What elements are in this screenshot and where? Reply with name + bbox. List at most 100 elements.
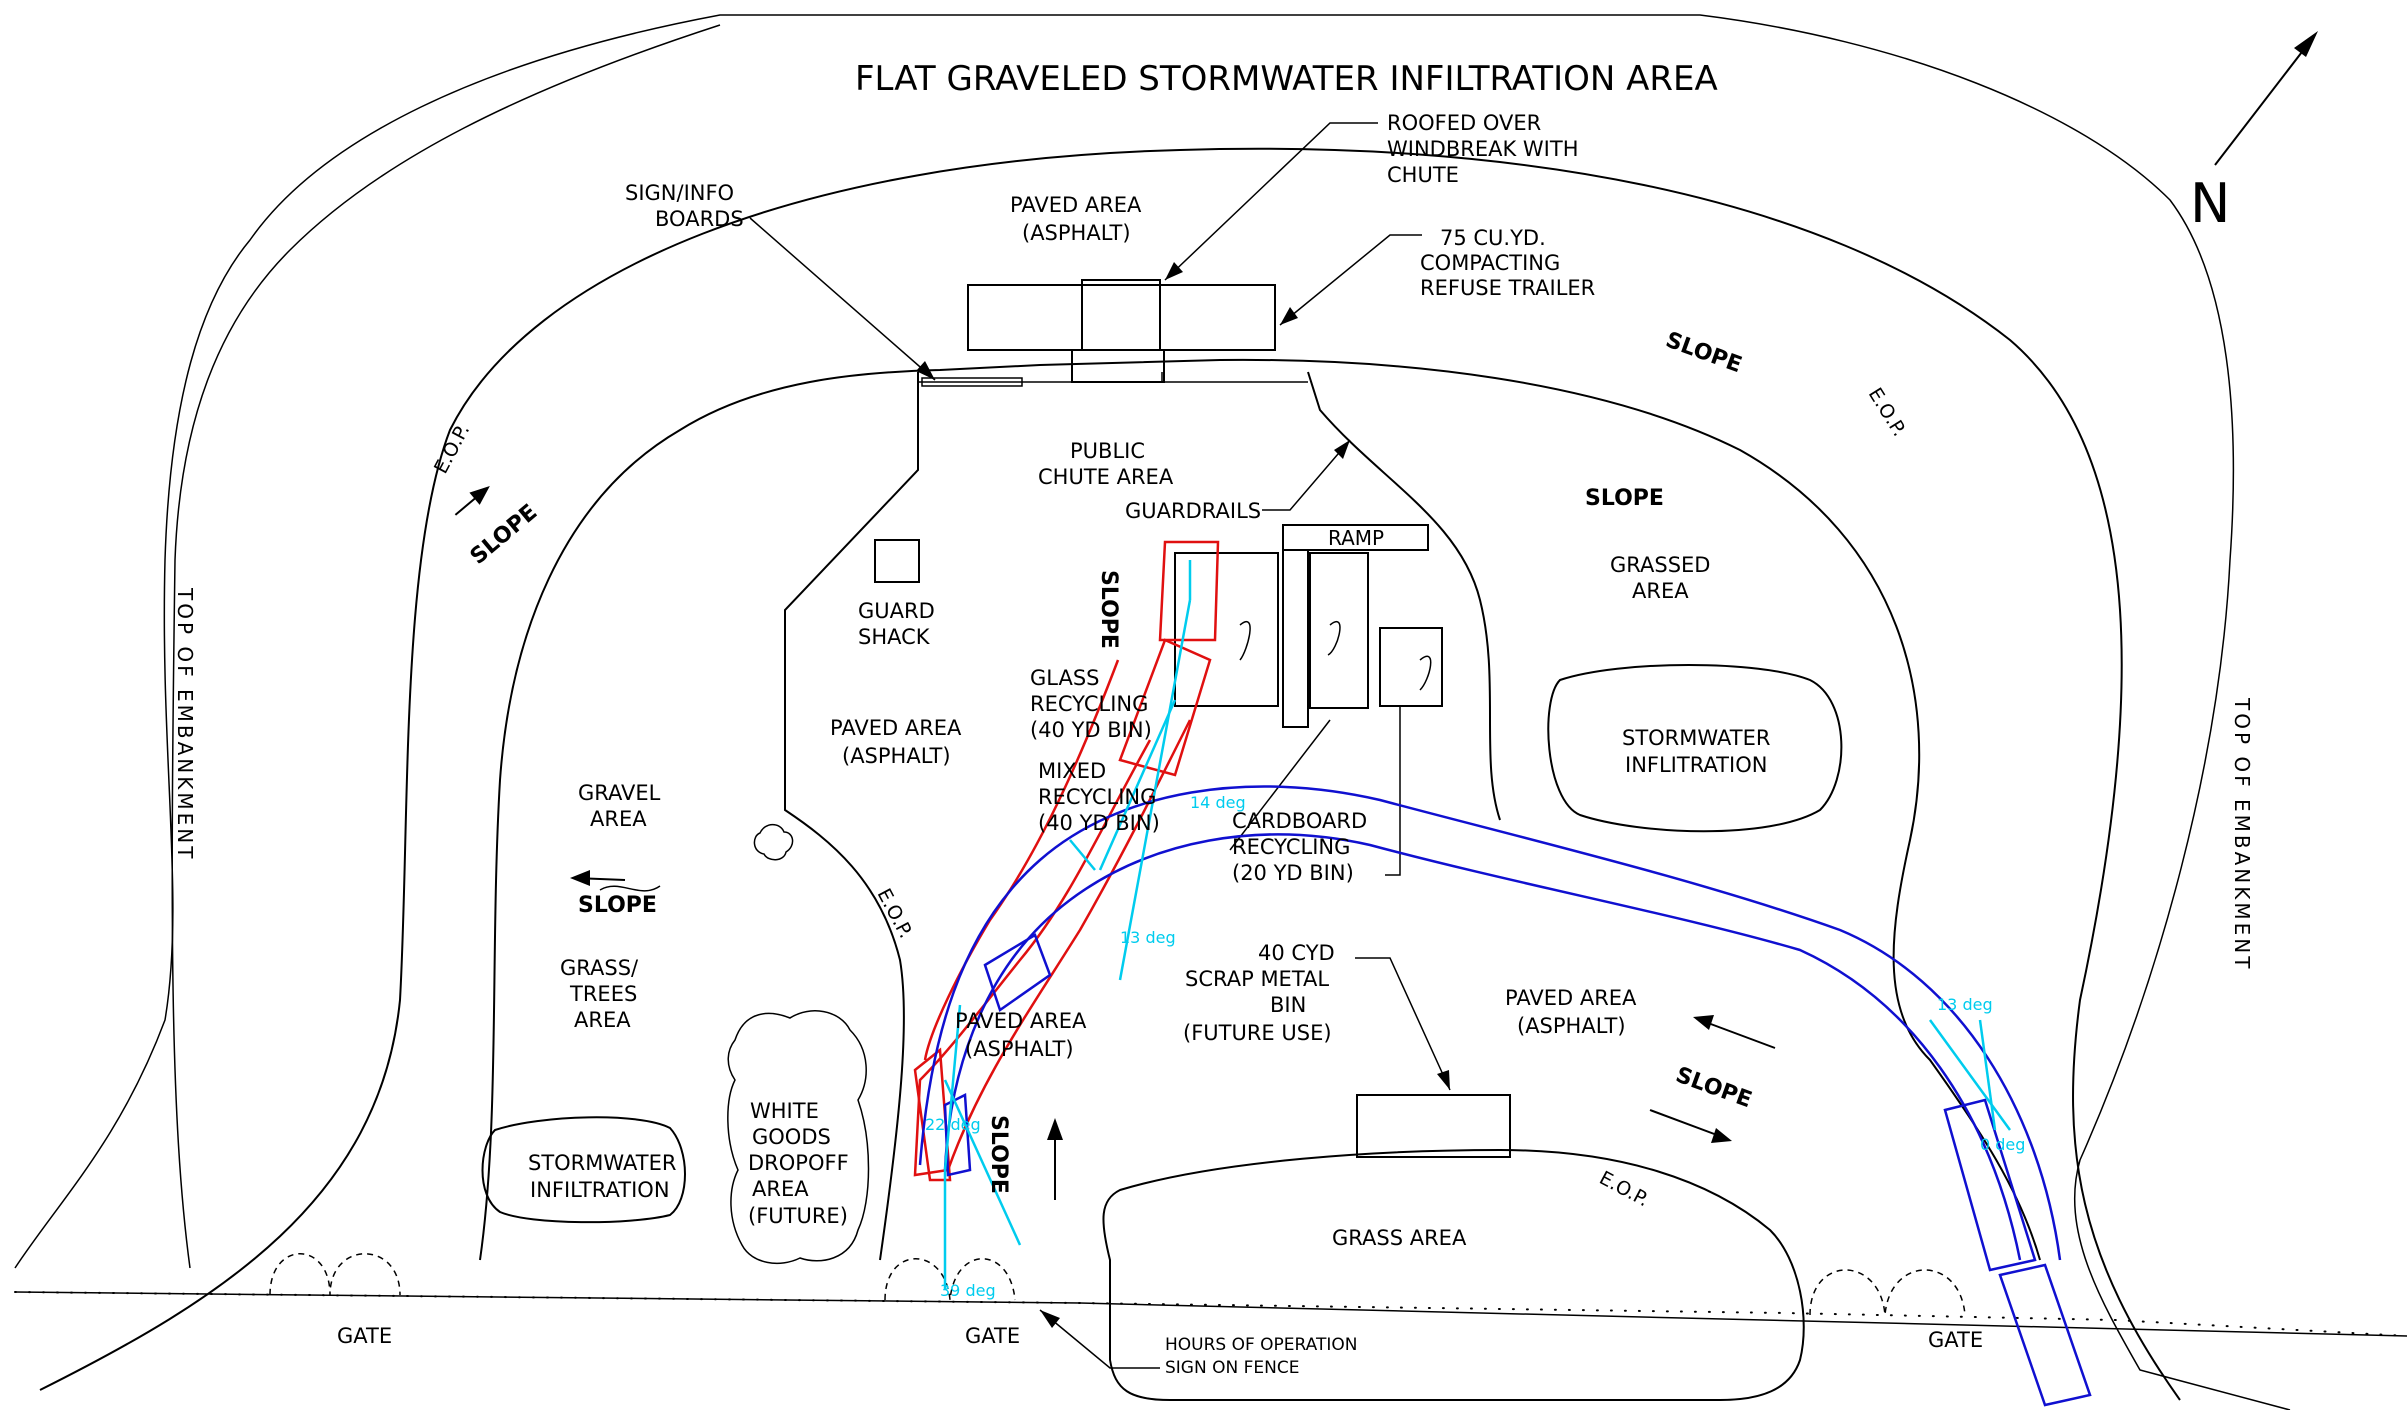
- svg-text:GLASS: GLASS: [1030, 666, 1099, 690]
- north-label: N: [2190, 172, 2230, 235]
- slope-indicator-left: SLOPE: [570, 870, 661, 918]
- slope-label: SLOPE: [1672, 1063, 1755, 1113]
- chute-area-outline: [784, 371, 1501, 1261]
- angle-label-13-left: 13 deg: [1120, 928, 1176, 947]
- grassed-area-label: GRASSED AREA: [1610, 553, 1710, 603]
- angle-label-0: 0 deg: [1980, 1135, 2025, 1154]
- svg-text:GRASSED: GRASSED: [1610, 553, 1710, 577]
- public-chute-label: PUBLIC CHUTE AREA: [1038, 439, 1174, 489]
- glass-recycling-label: GLASS RECYCLING (40 YD BIN): [1030, 666, 1152, 742]
- gate-swing-center: [884, 1258, 1016, 1301]
- gravel-area-label: GRAVEL AREA: [578, 781, 661, 831]
- svg-text:(FUTURE USE): (FUTURE USE): [1183, 1021, 1332, 1045]
- svg-text:PAVED AREA: PAVED AREA: [830, 716, 962, 740]
- stormwater-left-label: STORMWATER INFILTRATION: [528, 1151, 676, 1202]
- svg-text:STORMWATER: STORMWATER: [1622, 726, 1770, 750]
- svg-text:CARDBOARD: CARDBOARD: [1232, 809, 1367, 833]
- angle-label-22: 22 deg: [925, 1115, 981, 1134]
- eop-grass-area-edge: [1102, 1148, 1805, 1401]
- sign-info-label: SIGN/INFO BOARDS: [625, 181, 744, 231]
- guard-shack: [874, 539, 920, 583]
- white-goods-dropoff-area: [727, 1010, 870, 1265]
- svg-text:CHUTE: CHUTE: [1387, 163, 1459, 187]
- slope-indicator-upper-left: SLOPE: [454, 485, 543, 570]
- compacting-refuse-trailer: [967, 284, 1276, 351]
- svg-text:AREA: AREA: [574, 1008, 631, 1032]
- slope-label: SLOPE: [986, 1115, 1011, 1194]
- gate-swing-left: [269, 1253, 401, 1296]
- shrub-symbol: [753, 823, 794, 861]
- cardboard-recycling-label: CARDBOARD RECYCLING (20 YD BIN): [1232, 809, 1367, 885]
- svg-text:GOODS: GOODS: [752, 1125, 831, 1149]
- gate-swing-right: [1809, 1269, 1966, 1316]
- scrap-metal-label: 40 CYD SCRAP METAL BIN (FUTURE USE): [1183, 941, 1335, 1045]
- grass-trees-label: GRASS/ TREES AREA: [560, 956, 639, 1032]
- traffic-arrows: [1047, 1015, 1776, 1200]
- slope-indicator-bottom: SLOPE: [986, 1115, 1011, 1194]
- svg-text:INFLITRATION: INFLITRATION: [1625, 753, 1767, 777]
- scrap-metal-bin: [1356, 1094, 1511, 1158]
- stormwater-right-label: STORMWATER INFLITRATION: [1622, 726, 1770, 777]
- guardrail-left: [918, 372, 1073, 383]
- svg-text:SIGN ON FENCE: SIGN ON FENCE: [1165, 1358, 1299, 1378]
- bin-arc-3: [1419, 655, 1432, 691]
- svg-text:PUBLIC: PUBLIC: [1070, 439, 1145, 463]
- svg-text:MIXED: MIXED: [1038, 759, 1106, 783]
- svg-text:RECYCLING: RECYCLING: [1030, 692, 1148, 716]
- leader-lines: [749, 122, 1451, 1369]
- svg-text:BOARDS: BOARDS: [655, 207, 744, 231]
- roofed-windbreak-label: ROOFED OVER WINDBREAK WITH CHUTE: [1387, 111, 1579, 187]
- svg-text:AREA: AREA: [1632, 579, 1689, 603]
- inner-landform-edge: [171, 24, 721, 1269]
- svg-text:PAVED AREA: PAVED AREA: [955, 1009, 1087, 1033]
- svg-text:TREES: TREES: [569, 982, 637, 1006]
- gate-label-left: GATE: [337, 1324, 392, 1348]
- svg-text:GRASS/: GRASS/: [560, 956, 639, 980]
- slope-label: SLOPE: [466, 500, 543, 570]
- svg-text:GUARD: GUARD: [858, 599, 935, 623]
- slope-indicator-chute: SLOPE: [1096, 570, 1121, 649]
- svg-text:(40 YD BIN): (40 YD BIN): [1030, 718, 1152, 742]
- slope-indicator-right: SLOPE: [1672, 1063, 1755, 1113]
- svg-text:WINDBREAK WITH: WINDBREAK WITH: [1387, 137, 1579, 161]
- svg-text:RECYCLING: RECYCLING: [1038, 785, 1156, 809]
- chute-structure: [1071, 349, 1165, 383]
- svg-text:ROOFED OVER: ROOFED OVER: [1387, 111, 1541, 135]
- svg-text:INFILTRATION: INFILTRATION: [530, 1178, 670, 1202]
- stormwater-infiltration-right: [1547, 664, 1843, 833]
- ramp-label: RAMP: [1328, 526, 1384, 550]
- svg-text:WHITE: WHITE: [750, 1099, 819, 1123]
- red-vehicle-path: [913, 540, 1220, 1182]
- paved-area-top-label: PAVED AREA (ASPHALT): [1010, 193, 1142, 245]
- sign-info-board: [921, 377, 1023, 387]
- slope-label: SLOPE: [1662, 328, 1745, 378]
- svg-text:DROPOFF: DROPOFF: [748, 1151, 849, 1175]
- svg-text:AREA: AREA: [590, 807, 647, 831]
- inner-eop-line: [479, 358, 2041, 1261]
- paved-area-left-label: PAVED AREA (ASPHALT): [830, 716, 962, 768]
- cardboard-recycling-bin: [1379, 627, 1443, 707]
- slope-label: SLOPE: [1585, 486, 1664, 511]
- svg-text:RECYCLING: RECYCLING: [1232, 835, 1350, 859]
- svg-text:(ASPHALT): (ASPHALT): [965, 1037, 1074, 1061]
- hours-sign-label: HOURS OF OPERATION SIGN ON FENCE: [1165, 1335, 1357, 1378]
- angle-label-13-right: 13 deg: [1937, 995, 1993, 1014]
- roofed-windbreak: [1081, 279, 1161, 351]
- blue-vehicle-path: [918, 785, 2092, 1407]
- svg-text:COMPACTING: COMPACTING: [1420, 251, 1560, 275]
- svg-text:GRAVEL: GRAVEL: [578, 781, 661, 805]
- guardrails-label: GUARDRAILS: [1125, 499, 1261, 523]
- outer-eop-line: [39, 147, 2181, 1401]
- angle-label-39: 39 deg: [940, 1281, 996, 1300]
- svg-text:SHACK: SHACK: [858, 625, 931, 649]
- svg-text:BIN: BIN: [1270, 993, 1306, 1017]
- slope-label: SLOPE: [1096, 570, 1121, 649]
- drawing-title: FLAT GRAVELED STORMWATER INFILTRATION AR…: [855, 59, 1718, 99]
- eop-label-left: E.O.P.: [430, 420, 474, 477]
- guardrail-right: [1161, 372, 1308, 383]
- north-arrow-icon: N: [2190, 31, 2318, 235]
- svg-text:PAVED AREA: PAVED AREA: [1010, 193, 1142, 217]
- mixed-recycling-bin: [1309, 552, 1369, 709]
- fence-solid-right: [1079, 1302, 2407, 1337]
